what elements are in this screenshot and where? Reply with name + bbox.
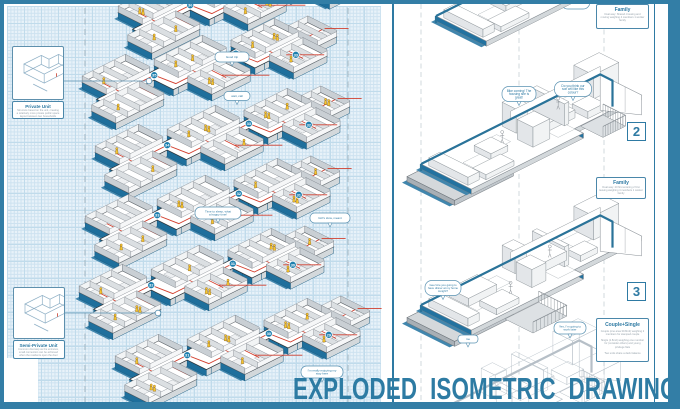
svg-text:34: 34: [165, 143, 170, 148]
svg-text:colour?: colour?: [568, 90, 579, 94]
svg-text:work later: work later: [563, 328, 576, 332]
svg-text:33: 33: [155, 213, 160, 218]
svg-text:I’m really enjoying my: I’m really enjoying my: [308, 369, 337, 373]
svg-text:Gee! Are you going to: Gee! Are you going to: [429, 283, 456, 287]
svg-text:31: 31: [297, 192, 302, 197]
svg-text:a happy time!: a happy time!: [209, 213, 227, 217]
svg-text:wait, call: wait, call: [231, 94, 243, 98]
svg-text:housing site is: housing site is: [509, 92, 530, 96]
svg-text:36: 36: [188, 3, 193, 8]
svg-text:Bike coming! The: Bike coming! The: [507, 89, 532, 93]
svg-text:tonight?: tonight?: [438, 289, 448, 293]
svg-text:31: 31: [231, 261, 236, 266]
svg-text:32: 32: [307, 122, 312, 127]
svg-text:32: 32: [237, 191, 242, 196]
svg-text:31: 31: [185, 353, 190, 358]
svg-text:30: 30: [267, 331, 272, 336]
svg-text:33: 33: [247, 121, 252, 126]
svg-text:33: 33: [294, 52, 299, 57]
svg-text:great!: great!: [515, 95, 523, 99]
svg-text:me: me: [466, 337, 470, 341]
svg-text:Do you think our: Do you think our: [561, 84, 585, 88]
svg-text:Good trip: Good trip: [226, 55, 239, 59]
svg-text:son will like this: son will like this: [562, 87, 584, 91]
svg-text:35: 35: [152, 73, 157, 78]
svg-text:32: 32: [149, 283, 154, 288]
svg-text:stay here: stay here: [316, 372, 329, 376]
svg-text:have dinner at my home: have dinner at my home: [428, 286, 458, 290]
svg-text:Girl’s slow, meant: Girl’s slow, meant: [318, 216, 342, 220]
svg-text:29: 29: [327, 332, 332, 337]
svg-text:Yes, I’m going to: Yes, I’m going to: [559, 325, 581, 329]
svg-text:30: 30: [291, 262, 296, 267]
svg-text:Time to sleep, what: Time to sleep, what: [205, 210, 231, 214]
